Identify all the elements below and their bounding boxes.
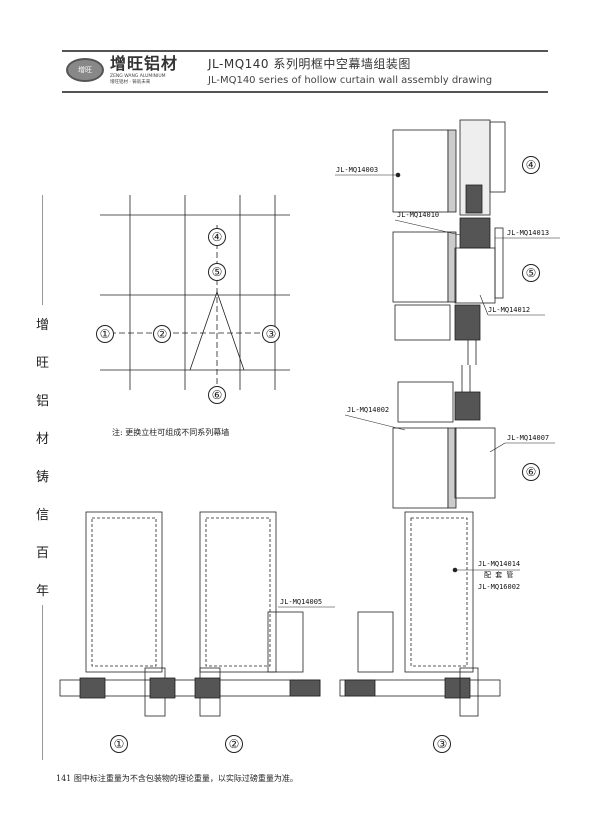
bottom-marker-3: ③	[433, 735, 451, 753]
sidebar-rule-top	[42, 195, 43, 305]
label-mq14002: JL-MQ14002	[347, 406, 390, 414]
sidebar-char: 增	[36, 318, 50, 333]
label-mq14013: JL-MQ14013	[507, 229, 550, 237]
grid-diagram	[100, 195, 290, 395]
bottom-marker-1: ①	[110, 735, 128, 753]
detail-bottom	[392, 365, 496, 509]
page-number: 141	[56, 774, 72, 783]
sidebar-char: 信	[36, 508, 50, 523]
bottom-marker-2: ②	[225, 735, 243, 753]
marker-5: ⑤	[208, 263, 226, 281]
label-mq14012: JL-MQ14012	[488, 306, 531, 314]
brand-cn: 增旺铝材	[110, 54, 179, 73]
label-mq14005: JL-MQ14005	[280, 598, 323, 606]
label-mq14007: JL-MQ14007	[507, 434, 550, 442]
leader-lines	[278, 172, 560, 608]
label-mq14003: JL-MQ14003	[336, 166, 379, 174]
sidebar-char: 材	[36, 432, 50, 447]
brand-logo: 增旺 增旺铝材 ZENG WANG ALUMINIUM 增旺铝材 · 铸就未来	[66, 54, 201, 88]
title-cn: JL-MQ140 系列明框中空幕墙组装图	[208, 57, 411, 71]
title-en: JL-MQ140 series of hollow curtain wall a…	[208, 75, 493, 86]
label-mq16002: JL-MQ16002	[478, 583, 521, 591]
footer-text: 图中标注重量为不含包装物的理论重量，以实际过磅重量为准。	[73, 774, 298, 783]
detail-marker-4: ④	[522, 156, 540, 174]
detail-marker-6: ⑥	[522, 463, 540, 481]
detail-marker-5: ⑤	[522, 264, 540, 282]
marker-4: ④	[208, 228, 226, 246]
sidebar-rule-bottom	[42, 605, 43, 760]
footer: 141 图中标注重量为不含包装物的理论重量，以实际过磅重量为准。	[56, 774, 298, 784]
label-mq14010: JL-MQ14010	[397, 211, 440, 219]
marker-3: ③	[262, 325, 280, 343]
brand-slogan: 增旺铝材 · 铸就未来	[110, 80, 151, 85]
detail-mid	[392, 217, 504, 365]
header-bottom-rule	[62, 91, 548, 93]
sidebar-char: 铸	[36, 470, 50, 485]
bottom-panels	[59, 511, 501, 717]
logo-badge: 增旺	[66, 58, 104, 82]
marker-6: ⑥	[208, 386, 226, 404]
brand-en: ZENG WANG ALUMINIUM	[110, 74, 166, 79]
sidebar-char: 年	[36, 584, 50, 599]
sidebar-char: 百	[36, 546, 50, 561]
sidebar-char: 铝	[36, 394, 50, 409]
marker-1: ①	[96, 325, 114, 343]
grid-note: 注: 更换立柱可组成不同系列幕墙	[112, 428, 230, 437]
detail-top	[392, 119, 506, 216]
sidebar-char: 旺	[36, 356, 50, 371]
marker-2: ②	[153, 325, 171, 343]
header-top-rule	[62, 50, 548, 52]
label-mq14014: JL-MQ14014	[478, 560, 521, 568]
label-peitao: 配 套 管	[484, 571, 514, 579]
